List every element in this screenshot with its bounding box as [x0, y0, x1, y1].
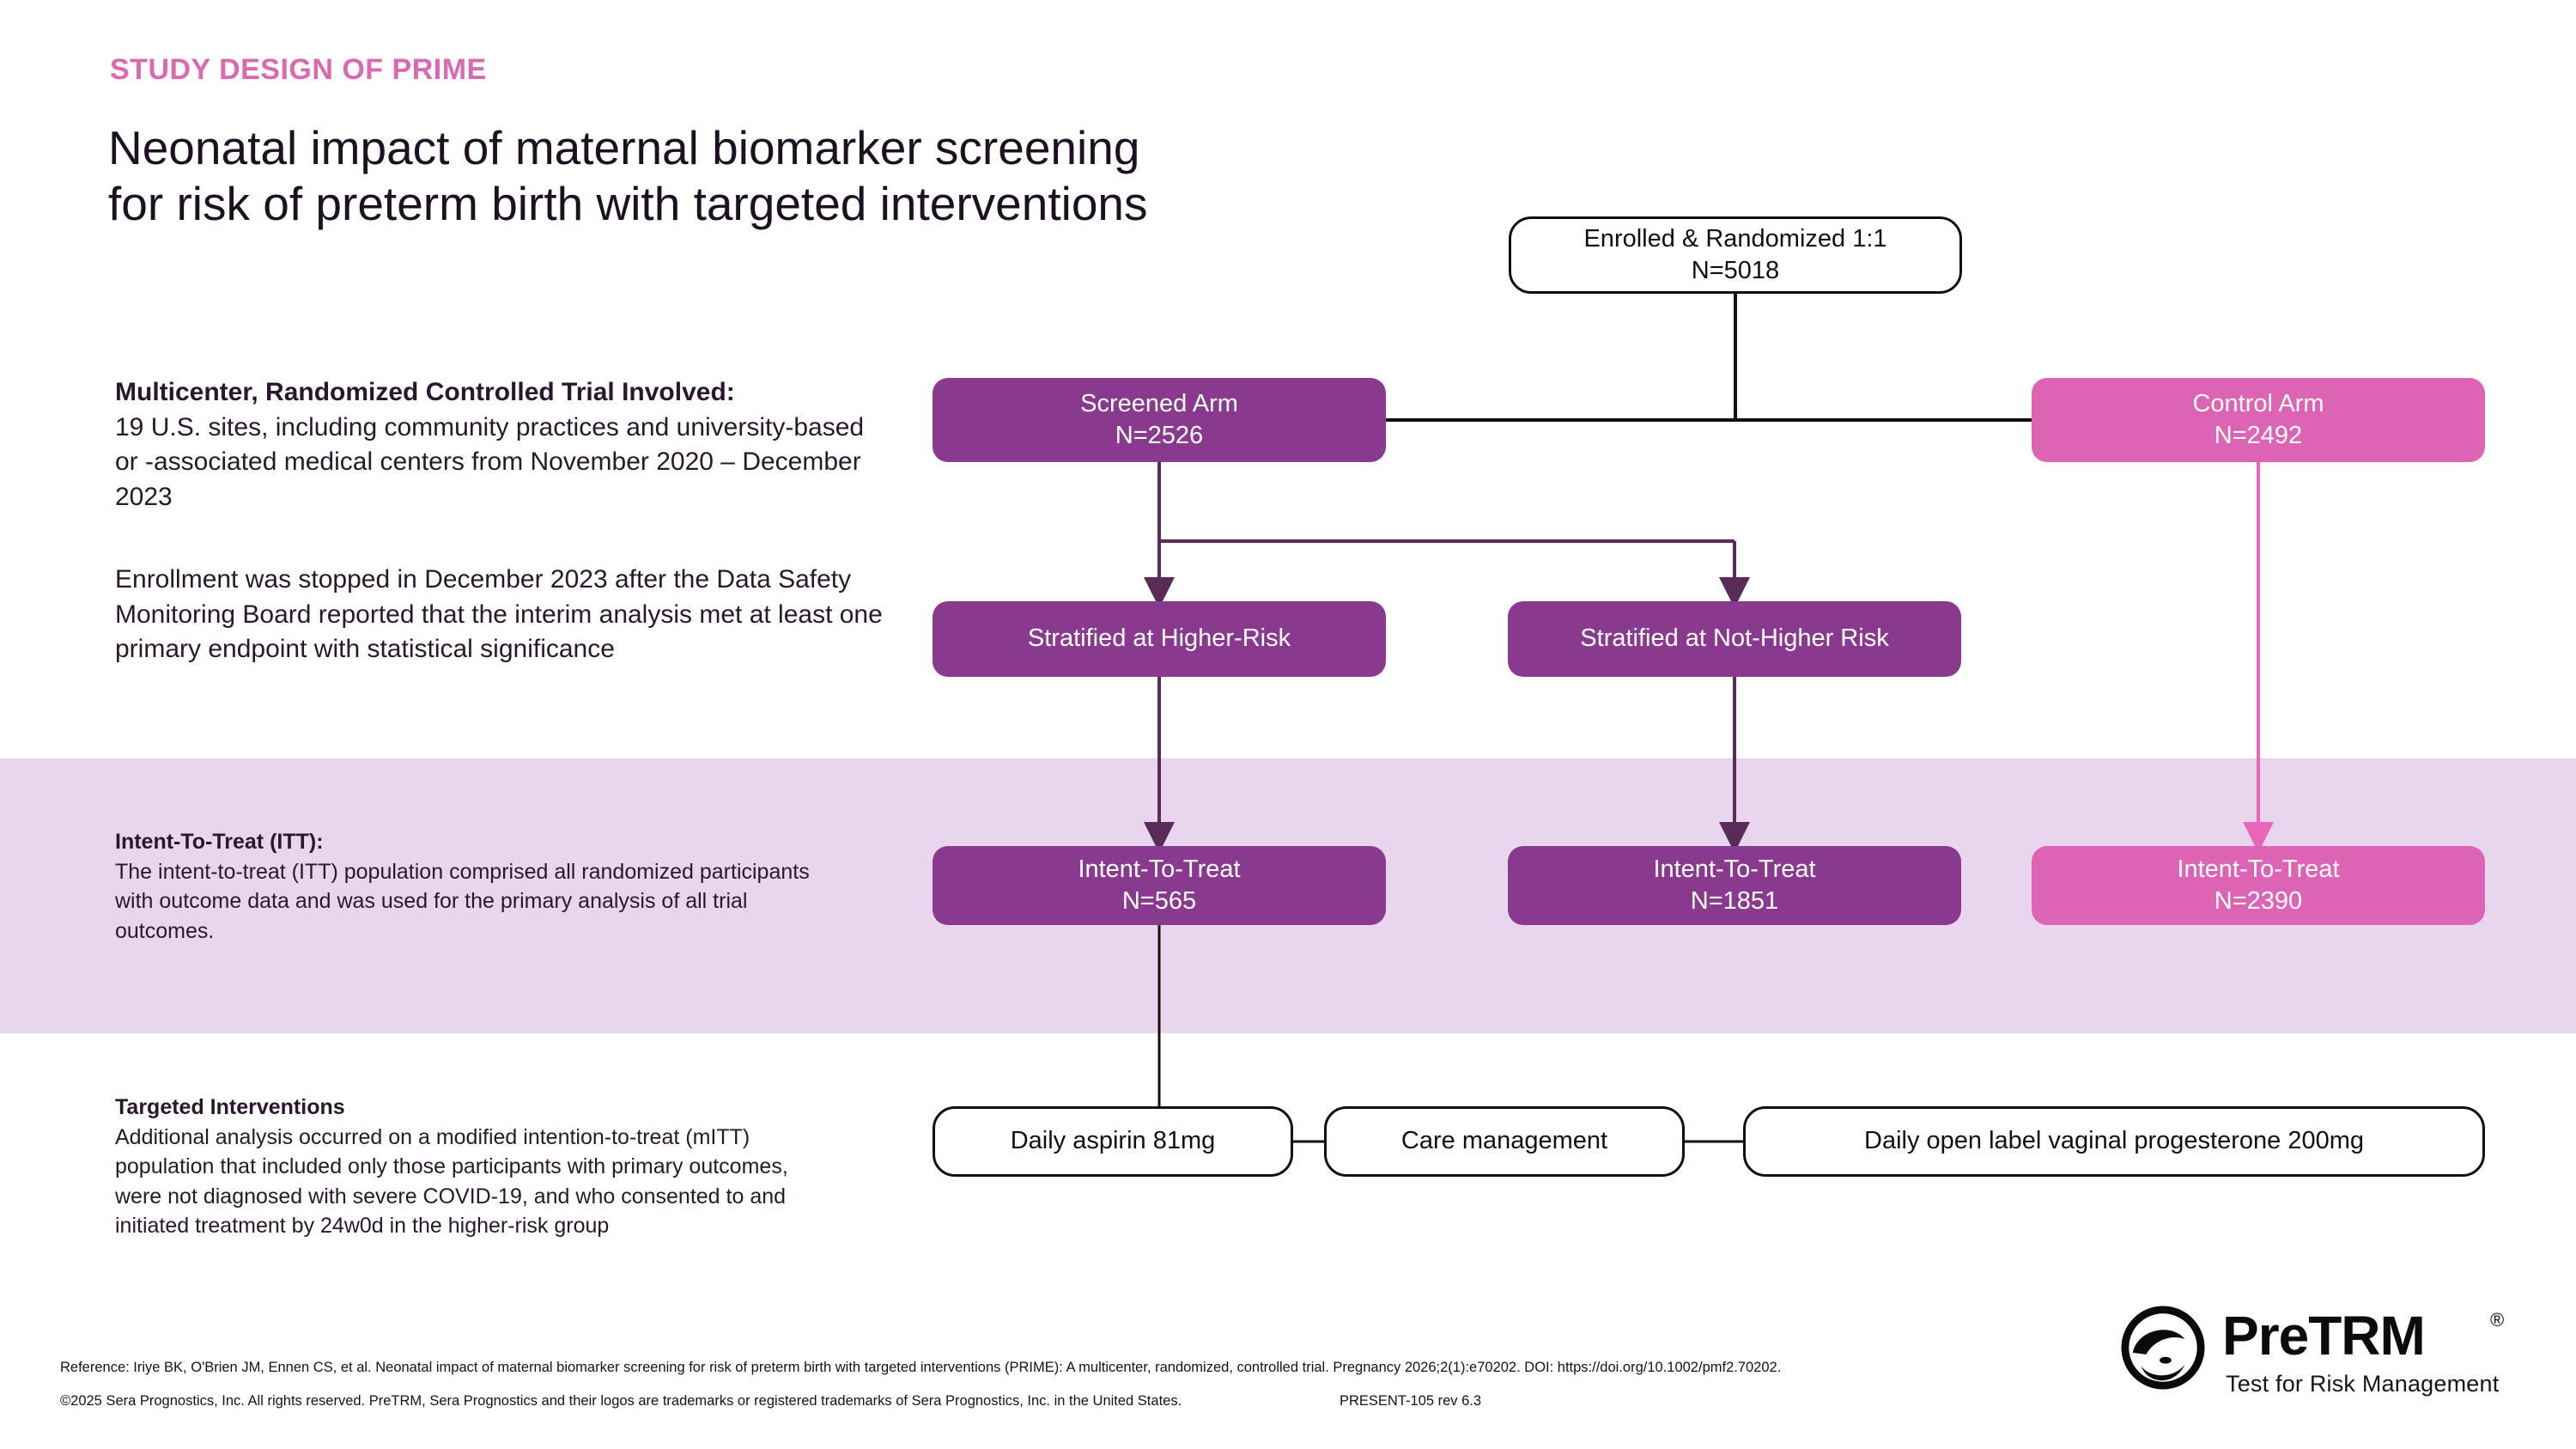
- node-screened-line1: Screened Arm: [1080, 389, 1238, 417]
- multicenter-body: 19 U.S. sites, including community pract…: [115, 412, 865, 511]
- node-screened-line2: N=2526: [1115, 422, 1204, 449]
- node-itt-not-higher-line1: Intent-To-Treat: [1653, 855, 1816, 883]
- eyebrow-label: STUDY DESIGN OF PRIME: [110, 53, 487, 86]
- node-enrolled-randomized[interactable]: Enrolled & Randomized 1:1 N=5018: [1509, 216, 1962, 294]
- targeted-interventions-body: Additional analysis occurred on a modifi…: [115, 1124, 788, 1239]
- registered-trademark-icon: ®: [2490, 1309, 2505, 1330]
- itt-heading: Intent-To-Treat (ITT):: [115, 830, 324, 854]
- page-title: Neonatal impact of maternal biomarker sc…: [108, 120, 1568, 232]
- node-control-line1: Control Arm: [2192, 389, 2324, 417]
- node-care-management-label: Care management: [1400, 1127, 1608, 1155]
- itt-definition-block: Intent-To-Treat (ITT): The intent-to-tre…: [115, 827, 828, 946]
- node-stratified-not-higher-risk[interactable]: Stratified at Not-Higher Risk: [1508, 601, 1961, 677]
- node-itt-control[interactable]: Intent-To-Treat N=2390: [2032, 846, 2485, 925]
- page-title-line2: for risk of preterm birth with targeted …: [108, 176, 1148, 230]
- node-itt-higher-line2: N=565: [1121, 887, 1197, 915]
- pretrm-tagline: Test for Risk Management: [2226, 1371, 2500, 1397]
- node-itt-higher-line1: Intent-To-Treat: [1078, 855, 1241, 883]
- footer-copyright: ©2025 Sera Prognostics, Inc. All rights …: [60, 1393, 1182, 1409]
- multicenter-heading: Multicenter, Randomized Controlled Trial…: [115, 378, 735, 406]
- node-itt-higher-risk[interactable]: Intent-To-Treat N=565: [933, 846, 1386, 925]
- targeted-interventions-block: Targeted Interventions Additional analys…: [115, 1093, 828, 1241]
- node-itt-not-higher-risk[interactable]: Intent-To-Treat N=1851: [1508, 846, 1961, 925]
- pretrm-wordmark: PreTRM: [2222, 1305, 2426, 1367]
- node-care-management[interactable]: Care management: [1324, 1106, 1685, 1177]
- node-control-line2: N=2492: [2214, 422, 2303, 449]
- node-stratified-higher-label: Stratified at Higher-Risk: [1027, 624, 1291, 653]
- footer-revision: PRESENT-105 rev 6.3: [1340, 1393, 1482, 1409]
- footer-reference: Reference: Iriye BK, O'Brien JM, Ennen C…: [60, 1360, 1782, 1375]
- pretrm-mark-icon: [2121, 1306, 2205, 1390]
- multicenter-block: Multicenter, Randomized Controlled Trial…: [115, 375, 888, 514]
- pretrm-logo: PreTRM ® Test for Risk Management: [2121, 1302, 2524, 1405]
- node-enrolled-line1: Enrolled & Randomized 1:1: [1583, 224, 1887, 253]
- node-daily-aspirin[interactable]: Daily aspirin 81mg: [933, 1106, 1293, 1177]
- enrollment-stopped-block: Enrollment was stopped in December 2023 …: [115, 563, 888, 667]
- node-itt-control-line1: Intent-To-Treat: [2177, 855, 2340, 883]
- node-vaginal-progesterone[interactable]: Daily open label vaginal progesterone 20…: [1743, 1106, 2485, 1177]
- node-screened-arm[interactable]: Screened Arm N=2526: [933, 378, 1386, 462]
- targeted-interventions-heading: Targeted Interventions: [115, 1095, 345, 1119]
- node-daily-aspirin-label: Daily aspirin 81mg: [1010, 1127, 1216, 1155]
- node-itt-control-line2: N=2390: [2214, 887, 2303, 915]
- enrollment-stopped-body: Enrollment was stopped in December 2023 …: [115, 565, 883, 663]
- node-stratified-higher-risk[interactable]: Stratified at Higher-Risk: [933, 601, 1386, 677]
- node-itt-not-higher-line2: N=1851: [1690, 887, 1779, 915]
- node-vaginal-progesterone-label: Daily open label vaginal progesterone 20…: [1864, 1127, 2364, 1155]
- itt-body: The intent-to-treat (ITT) population com…: [115, 859, 810, 943]
- node-stratified-not-higher-label: Stratified at Not-Higher Risk: [1580, 624, 1889, 653]
- page-title-line1: Neonatal impact of maternal biomarker sc…: [108, 121, 1140, 174]
- node-control-arm[interactable]: Control Arm N=2492: [2032, 378, 2485, 462]
- node-enrolled-line2: N=5018: [1691, 257, 1780, 284]
